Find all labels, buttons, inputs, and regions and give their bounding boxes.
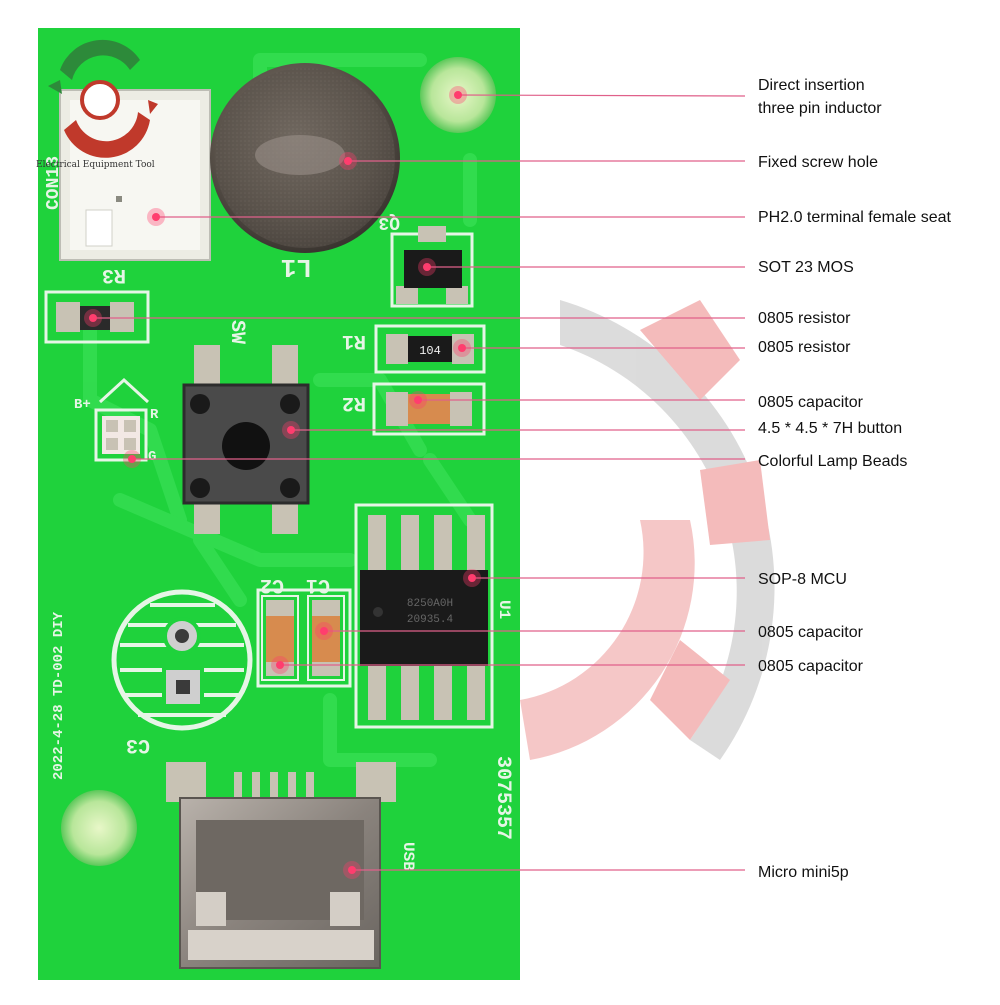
label-sw: SW bbox=[225, 320, 248, 344]
callout-marker-lamp-beads bbox=[128, 455, 136, 463]
callout-lines bbox=[84, 86, 746, 879]
callout-label-line: Fixed screw hole bbox=[758, 154, 879, 171]
callout-marker-resistor-2 bbox=[458, 344, 466, 352]
callout-label-line: 0805 capacitor bbox=[758, 658, 863, 675]
label-r1: R1 bbox=[342, 329, 366, 352]
callout-marker-ph20-seat bbox=[152, 213, 160, 221]
mcu-marking-1: 8250A0H bbox=[407, 598, 453, 610]
atomizer-pad bbox=[111, 589, 253, 731]
label-c2: C2 bbox=[260, 573, 284, 596]
callout-marker-mcu bbox=[468, 574, 476, 582]
callout-marker-screw-hole bbox=[344, 157, 352, 165]
callout-label-line: 0805 capacitor bbox=[758, 394, 863, 411]
callout-label-resistor-2: 0805 resistor bbox=[758, 336, 851, 359]
sop8-mcu: 8250A0H 20935.4 bbox=[354, 503, 494, 729]
label-c3: C3 bbox=[126, 733, 150, 756]
callout-marker-inductor bbox=[454, 91, 462, 99]
callout-label-line: SOP-8 MCU bbox=[758, 571, 847, 588]
label-date: 2022-4-28 TD-002 DIY bbox=[51, 611, 67, 780]
capacitor-r2 bbox=[372, 382, 486, 436]
callout-label-lamp-beads: Colorful Lamp Beads bbox=[758, 450, 907, 473]
label-u1: U1 bbox=[495, 600, 513, 619]
callout-marker-sot23-mos bbox=[423, 263, 431, 271]
callout-label-line: 4.5 * 4.5 * 7H button bbox=[758, 420, 903, 437]
brand-logo-icon bbox=[48, 39, 158, 158]
capacitor-pair bbox=[256, 588, 352, 688]
callout-label-screw-hole: Fixed screw hole bbox=[758, 151, 878, 174]
label-r-mark: R bbox=[150, 407, 159, 423]
resistor-marking: 104 bbox=[419, 344, 441, 358]
label-q3: Q3 bbox=[378, 212, 400, 232]
callout-label-resistor-1: 0805 resistor bbox=[758, 307, 851, 330]
tactile-button bbox=[182, 345, 310, 534]
callout-label-button: 4.5 * 4.5 * 7H button bbox=[758, 417, 902, 440]
resistor-r1: 104 bbox=[374, 324, 486, 374]
label-g-mark: G bbox=[148, 449, 156, 465]
callout-marker-usb bbox=[348, 866, 356, 874]
callout-label-capacitor-3: 0805 capacitor bbox=[758, 655, 863, 678]
label-serial: 3075357 bbox=[491, 756, 514, 840]
ph20-connector bbox=[59, 89, 211, 261]
callout-label-usb: Micro mini5p bbox=[758, 861, 849, 884]
micro-usb-connector bbox=[166, 762, 396, 969]
label-b-plus: B+ bbox=[74, 397, 91, 413]
sot23-mos bbox=[390, 226, 474, 308]
label-r2: R2 bbox=[342, 391, 366, 414]
callout-label-line: Colorful Lamp Beads bbox=[758, 453, 908, 470]
callout-label-line: Micro mini5p bbox=[758, 864, 849, 881]
callout-label-line: PH2.0 terminal female seat bbox=[758, 209, 951, 226]
callout-label-line: 0805 capacitor bbox=[758, 624, 863, 641]
callout-label-line: 0805 resistor bbox=[758, 339, 851, 356]
label-c1: C1 bbox=[306, 573, 330, 596]
callout-label-line: 0805 resistor bbox=[758, 310, 851, 327]
pcb-board: 104 bbox=[38, 28, 520, 980]
callout-marker-capacitor-1 bbox=[414, 396, 422, 404]
mcu-marking-2: 20935.4 bbox=[407, 614, 454, 626]
callout-label-line: SOT 23 MOS bbox=[758, 259, 854, 276]
watermark-gear-icon bbox=[520, 300, 775, 760]
callout-marker-resistor-1 bbox=[89, 314, 97, 322]
callout-marker-capacitor-3 bbox=[276, 661, 284, 669]
label-usb: USB bbox=[399, 842, 417, 871]
callout-label-inductor: Direct insertion three pin inductor bbox=[758, 74, 882, 120]
callout-label-mcu: SOP-8 MCU bbox=[758, 568, 847, 591]
callout-line-inductor bbox=[457, 94, 746, 97]
callout-label-capacitor-2: 0805 capacitor bbox=[758, 621, 863, 644]
label-r3: R3 bbox=[102, 263, 126, 286]
callout-marker-capacitor-2 bbox=[320, 627, 328, 635]
label-l1: L1 bbox=[281, 252, 312, 282]
inductor-l1 bbox=[210, 63, 400, 253]
rgb-led bbox=[94, 377, 150, 462]
callout-label-line: Direct insertion bbox=[758, 77, 865, 94]
callout-label-capacitor-1: 0805 capacitor bbox=[758, 391, 863, 414]
screw-hole-bottom bbox=[61, 790, 137, 866]
callout-marker-button bbox=[287, 426, 295, 434]
label-con: CON13 bbox=[44, 156, 64, 210]
logo-caption: Electrical Equipment Tool bbox=[36, 160, 155, 170]
callout-label-sot23-mos: SOT 23 MOS bbox=[758, 256, 854, 279]
callout-label-line: three pin inductor bbox=[758, 100, 882, 117]
callout-label-ph20-seat: PH2.0 terminal female seat bbox=[758, 206, 951, 229]
